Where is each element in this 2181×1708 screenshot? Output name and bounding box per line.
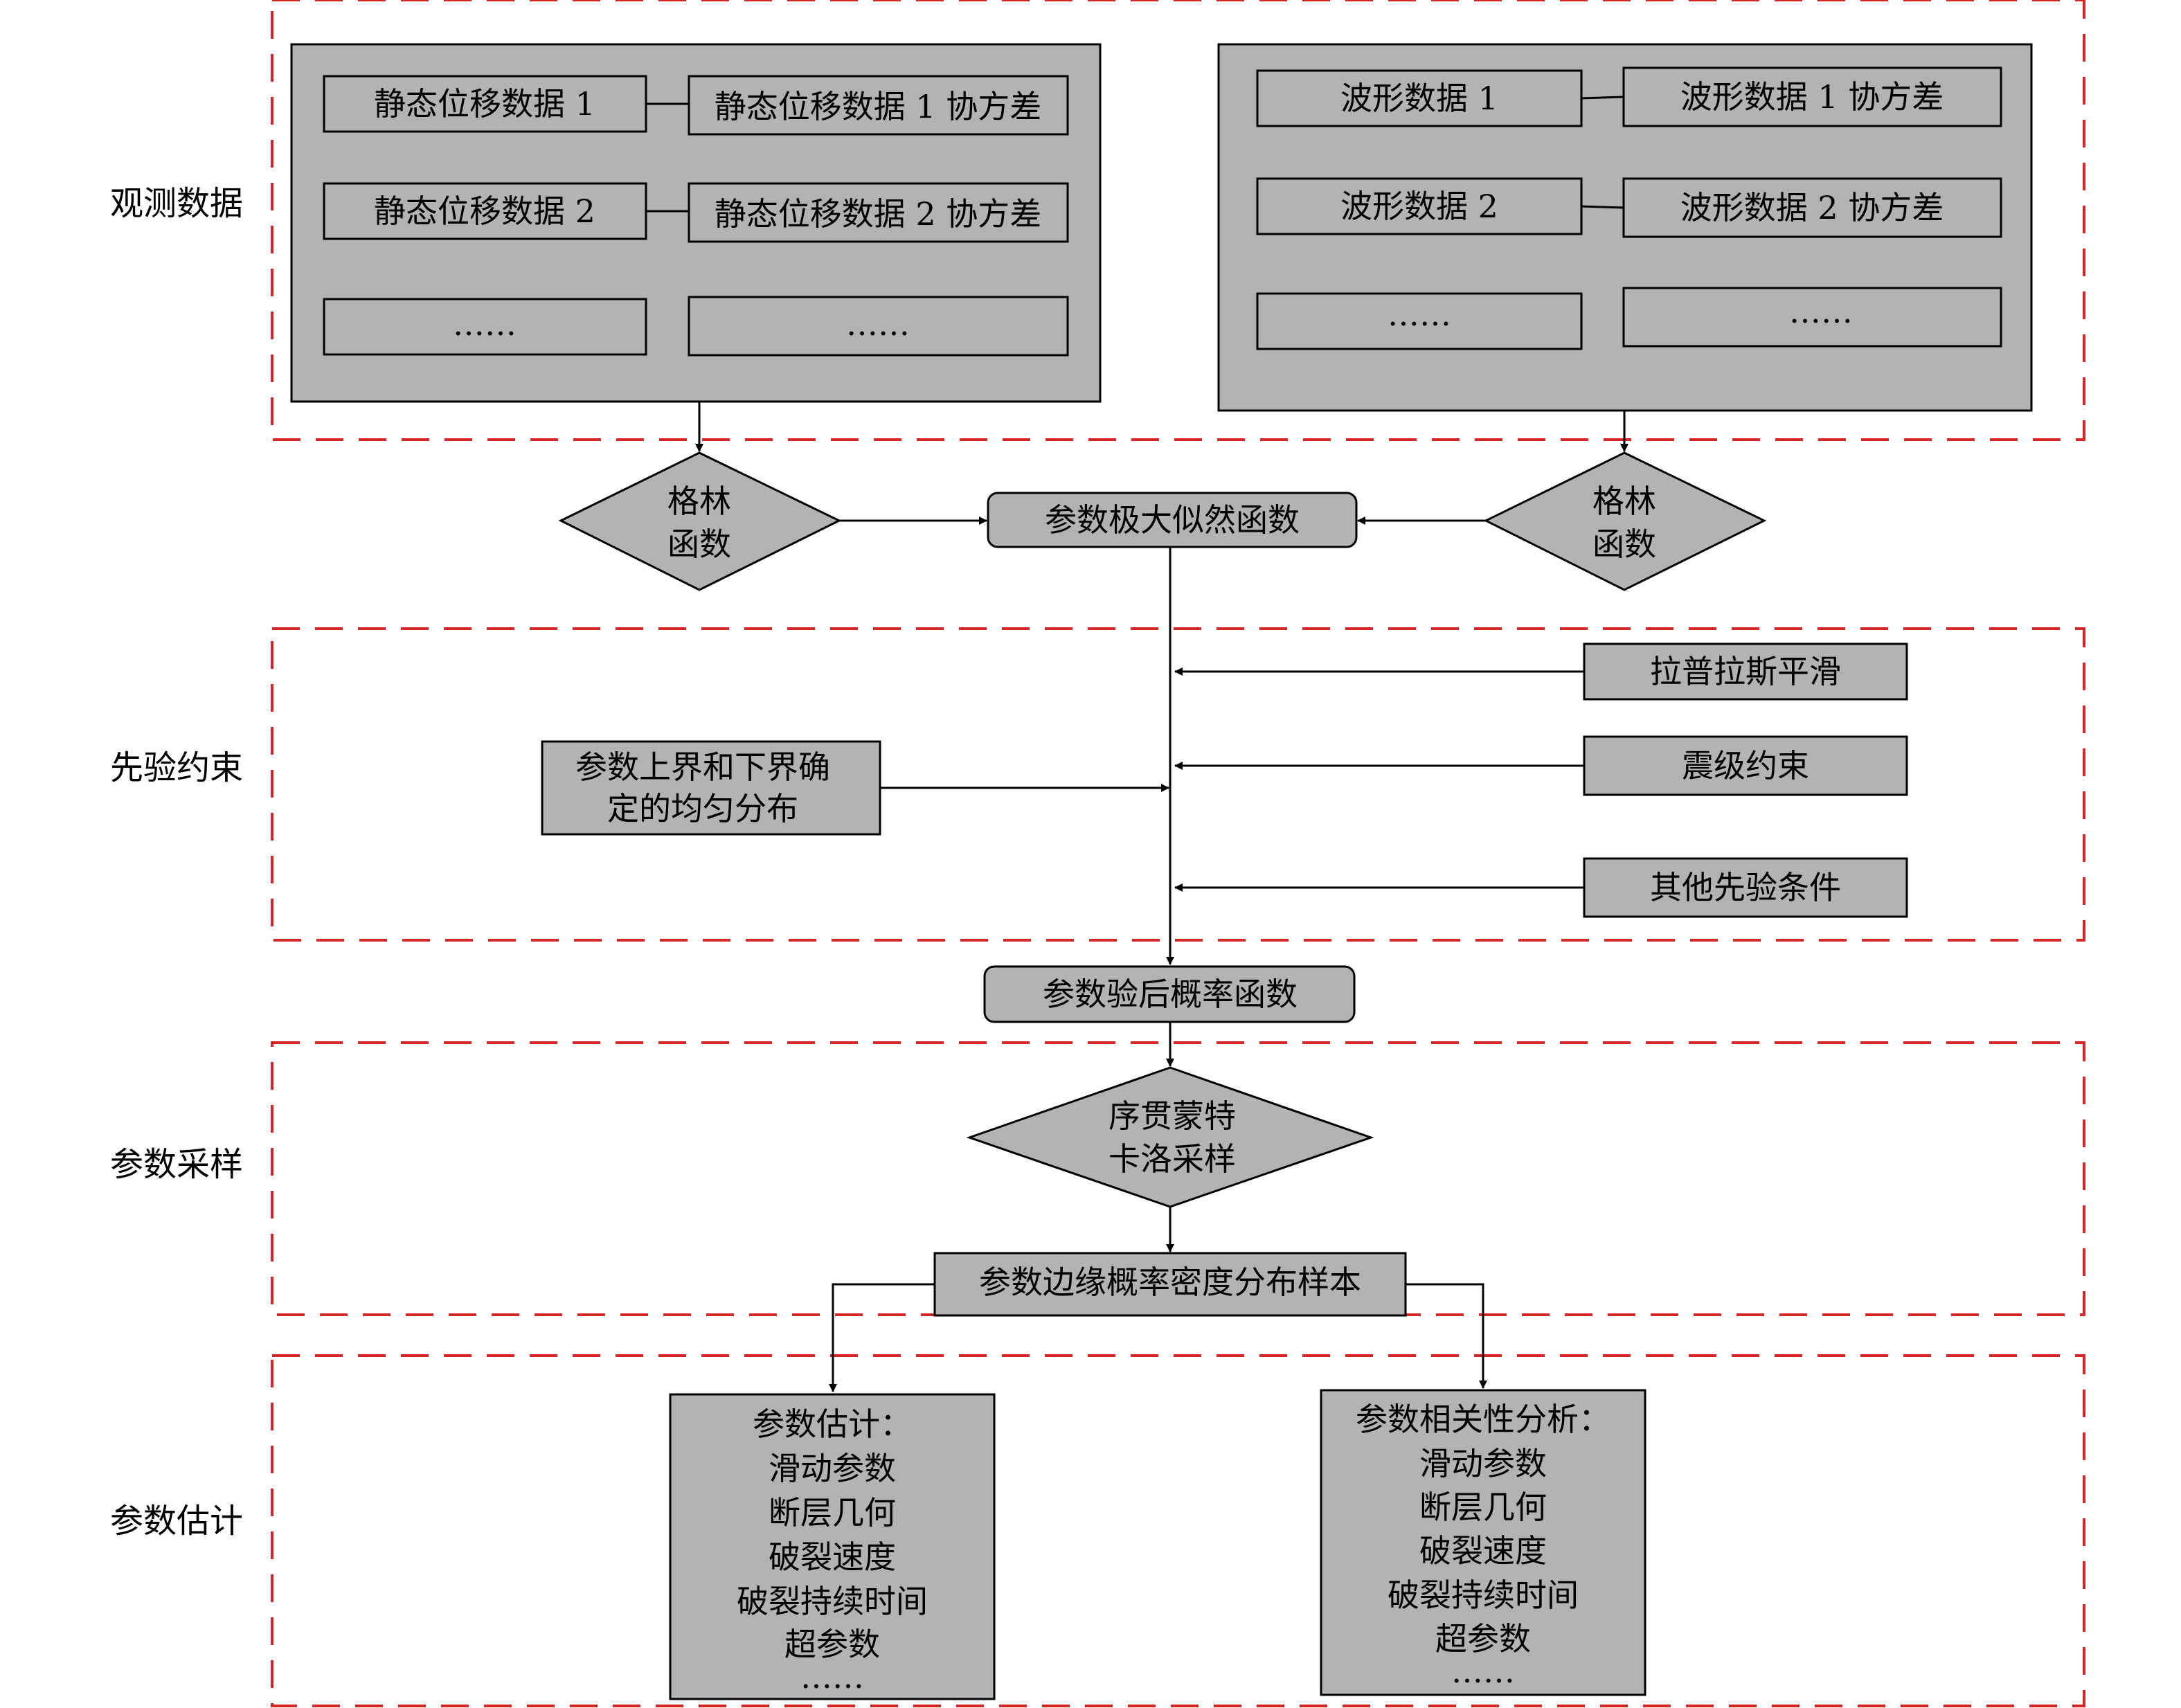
waveform-cov-1-box (1622, 66, 2002, 127)
static-cov-2-label: 静态位移数据 2 协方差 (715, 195, 1042, 233)
correlation-line-2: 断层几何 (1419, 1489, 1547, 1526)
estimate-line-3: 破裂速度 (769, 1538, 896, 1576)
estimate-line-0: 参数估计： (753, 1405, 912, 1443)
section-label-estimation: 参数估计 (110, 1502, 243, 1540)
static-cov-more-label: …… (846, 305, 910, 343)
prior-uniform-line2: 定的均匀分布 (607, 790, 798, 827)
static-cov-1-box (688, 75, 1069, 136)
prior-laplacian-box (1583, 642, 1908, 701)
smc-sampling-line2: 卡洛采样 (1109, 1140, 1236, 1178)
section-label-sampling: 参数采样 (110, 1145, 243, 1184)
green-function-right-line2: 函数 (1592, 525, 1656, 563)
waveform-link-1 (1581, 96, 1624, 100)
observation-section-frame (271, 0, 2085, 441)
green-function-left-line1: 格林 (667, 483, 731, 520)
correlation-line-1: 滑动参数 (1419, 1445, 1547, 1482)
prior-other-label: 其他先验条件 (1650, 869, 1841, 906)
green-function-right-diamond (1483, 451, 1767, 591)
waveform-cov-2-box (1622, 177, 2002, 238)
waveform-cov-more-label: …… (1789, 293, 1853, 330)
marginal-samples-label: 参数边缘概率密度分布样本 (979, 1264, 1361, 1301)
static-data-2-box (323, 182, 647, 240)
green-function-left-line2: 函数 (667, 525, 731, 563)
section-label-prior: 先验约束 (110, 748, 243, 787)
prior-uniform-line1: 参数上界和下界确 (575, 748, 830, 786)
correlation-line-6: …… (1451, 1653, 1515, 1690)
prior-magnitude-label: 震级约束 (1682, 747, 1809, 784)
static-data-more-label: …… (453, 305, 517, 343)
waveform-data-more-box (1256, 292, 1583, 350)
arrow-marginal-to-estimate (829, 1283, 935, 1392)
estimate-line-2: 断层几何 (769, 1494, 896, 1531)
waveform-link-2 (1581, 205, 1624, 209)
prior-other-box (1583, 857, 1908, 918)
waveform-cov-2-label: 波形数据 2 协方差 (1680, 189, 1944, 226)
likelihood-box (987, 492, 1358, 548)
waveform-data-1-box (1256, 69, 1583, 127)
smc-sampling-diamond (966, 1066, 1374, 1208)
static-data-2-label: 静态位移数据 2 (374, 192, 595, 230)
static-data-more-box (323, 298, 647, 356)
prior-laplacian-label: 拉普拉斯平滑 (1650, 653, 1841, 690)
static-data-1-label: 静态位移数据 1 (374, 85, 595, 123)
waveform-data-more-label: …… (1388, 296, 1451, 333)
likelihood-label: 参数极大似然函数 (1045, 501, 1300, 539)
estimate-line-6: …… (800, 1658, 864, 1696)
waveform-data-2-box (1256, 177, 1583, 235)
arrow-marginal-to-correlation (1406, 1283, 1487, 1389)
static-cov-2-box (688, 182, 1069, 243)
correlation-line-5: 超参数 (1435, 1620, 1531, 1657)
static-cov-more-box (688, 296, 1069, 357)
prior-magnitude-box (1583, 735, 1908, 796)
estimate-box (669, 1393, 996, 1700)
smc-sampling-line1: 序贯蒙特 (1109, 1097, 1236, 1135)
posterior-label: 参数验后概率函数 (1043, 976, 1298, 1013)
estimate-line-5: 超参数 (784, 1626, 880, 1663)
correlation-line-3: 破裂速度 (1419, 1532, 1547, 1570)
waveform-cov-more-box (1622, 287, 2002, 348)
waveform-cov-1-label: 波形数据 1 协方差 (1680, 78, 1944, 116)
correlation-line-4: 破裂持续时间 (1388, 1576, 1579, 1614)
waveform-data-1-label: 波形数据 1 (1340, 80, 1498, 117)
green-function-right-line1: 格林 (1592, 483, 1656, 520)
prior-uniform-box (541, 740, 881, 836)
estimate-line-1: 滑动参数 (769, 1450, 896, 1487)
static-cov-1-label: 静态位移数据 1 协方差 (715, 88, 1042, 125)
estimate-line-4: 破裂持续时间 (737, 1583, 928, 1620)
section-label-observation: 观测数据 (110, 184, 243, 223)
waveform-data-2-label: 波形数据 2 (1340, 188, 1498, 225)
estimation-section-frame (271, 1354, 2085, 1707)
sampling-section-frame (271, 1041, 2085, 1316)
green-function-left-diamond (558, 451, 842, 591)
prior-section-frame (271, 627, 2085, 942)
correlation-box (1320, 1389, 1646, 1696)
correlation-line-0: 参数相关性分析： (1356, 1401, 1610, 1438)
